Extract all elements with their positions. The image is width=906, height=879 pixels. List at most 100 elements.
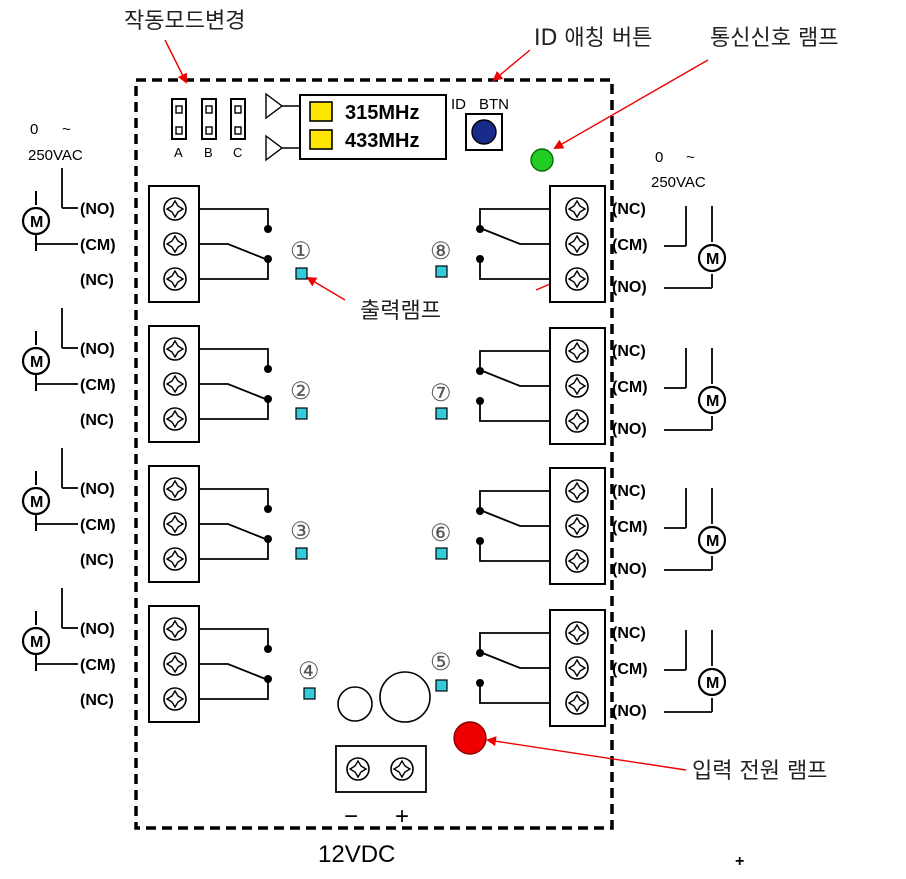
voltage-left-zero: 0 bbox=[30, 121, 38, 138]
relay-channel-3: ③(NO)(CM)(NC)M bbox=[21, 448, 312, 583]
contact-dot bbox=[476, 537, 484, 545]
terminal-label-no: (NO) bbox=[80, 621, 115, 638]
screw-terminal-icon bbox=[163, 652, 187, 676]
motor-letter: M bbox=[706, 251, 719, 268]
stray-plus-mark: + bbox=[735, 853, 744, 870]
right-relay-channels: ⑧(NC)(CM)(NO)M⑦(NC)(CM)(NO)M⑥(NC)(CM)(NO… bbox=[430, 185, 727, 727]
screw-terminal-icon bbox=[163, 512, 187, 536]
load-wiring bbox=[664, 348, 713, 431]
screw-terminal-icon bbox=[565, 514, 589, 538]
callout-comm-lamp: 통신신호 램프 bbox=[710, 26, 838, 51]
screw-terminal-icon bbox=[163, 687, 187, 711]
screw-terminal-icon bbox=[163, 617, 187, 641]
motor-icon: M bbox=[21, 329, 51, 393]
voltage-left-range: 250VAC bbox=[28, 147, 83, 164]
relay-number-5: ⑤ bbox=[430, 648, 452, 676]
relay-channel-5: ⑤(NC)(CM)(NO)M bbox=[430, 609, 727, 727]
screw-terminal-icon bbox=[565, 232, 589, 256]
screw-terminal-icon bbox=[163, 337, 187, 361]
relay-contact bbox=[199, 348, 269, 420]
output-lamp-6 bbox=[435, 547, 448, 560]
id-button-label-id: ID bbox=[451, 96, 466, 113]
antenna-icon bbox=[265, 92, 302, 162]
output-lamp-4 bbox=[303, 687, 316, 700]
relay-channel-7: ⑦(NC)(CM)(NO)M bbox=[430, 327, 727, 445]
freq-label-433: 433MHz bbox=[345, 130, 419, 152]
contact-dot bbox=[476, 397, 484, 405]
screw-terminal-icon bbox=[163, 372, 187, 396]
contact-dot bbox=[264, 365, 272, 373]
relay-contact bbox=[199, 488, 269, 560]
motor-icon: M bbox=[21, 189, 51, 253]
freq-label-315: 315MHz bbox=[345, 102, 419, 124]
callout-id-matching: ID 애칭 버튼 bbox=[534, 26, 652, 51]
terminal-label-nc: (NC) bbox=[80, 692, 114, 709]
freq-indicator-315 bbox=[309, 101, 333, 122]
terminal-label-cm: (CM) bbox=[80, 377, 116, 394]
relay-contact bbox=[479, 208, 550, 280]
relay-number-3: ③ bbox=[290, 517, 312, 545]
terminal-label-nc: (NC) bbox=[80, 552, 114, 569]
contact-dot bbox=[476, 367, 484, 375]
screw-terminal-icon bbox=[163, 407, 187, 431]
contact-dot bbox=[264, 645, 272, 653]
comm-signal-lamp bbox=[530, 148, 554, 172]
screw-terminal-icon bbox=[565, 339, 589, 363]
left-relay-channels: ①(NO)(CM)(NC)M②(NO)(CM)(NC)M③(NO)(CM)(NC… bbox=[21, 168, 320, 723]
relay-channel-8: ⑧(NC)(CM)(NO)M bbox=[430, 185, 727, 303]
motor-icon: M bbox=[697, 525, 727, 555]
contact-dot bbox=[264, 255, 272, 263]
power-input-lamp bbox=[453, 721, 487, 755]
power-minus-label: − bbox=[344, 803, 358, 830]
terminal-label-nc: (NC) bbox=[612, 343, 646, 360]
contact-dot bbox=[264, 395, 272, 403]
screw-terminal-icon bbox=[163, 232, 187, 256]
terminal-label-no: (NO) bbox=[612, 703, 647, 720]
screw-terminal-icon bbox=[565, 549, 589, 573]
relay-number-1: ① bbox=[290, 237, 312, 265]
motor-icon: M bbox=[697, 385, 727, 415]
id-matching-button[interactable] bbox=[471, 119, 497, 145]
terminal-label-no: (NO) bbox=[612, 561, 647, 578]
output-lamp-8 bbox=[435, 265, 448, 278]
contact-dot bbox=[476, 649, 484, 657]
motor-letter: M bbox=[706, 393, 719, 410]
power-voltage-label: 12VDC bbox=[318, 841, 395, 868]
relay-contact bbox=[199, 208, 269, 280]
dc-power-terminal bbox=[335, 745, 427, 793]
screw-terminal-icon bbox=[565, 621, 589, 645]
terminal-label-nc: (NC) bbox=[80, 272, 114, 289]
voltage-right-tilde: ~ bbox=[686, 149, 695, 166]
terminal-label-cm: (CM) bbox=[612, 237, 648, 254]
terminal-label-cm: (CM) bbox=[80, 517, 116, 534]
load-wiring bbox=[664, 206, 713, 289]
relay-number-6: ⑥ bbox=[430, 519, 452, 547]
relay-contact bbox=[199, 628, 269, 700]
motor-letter: M bbox=[30, 214, 43, 231]
contact-dot bbox=[476, 255, 484, 263]
screw-terminal-icon bbox=[163, 477, 187, 501]
motor-letter: M bbox=[30, 354, 43, 371]
motor-letter: M bbox=[30, 634, 43, 651]
mode-jumpers[interactable] bbox=[171, 98, 246, 140]
motor-icon: M bbox=[697, 667, 727, 697]
contact-dot bbox=[264, 225, 272, 233]
contact-dot bbox=[264, 675, 272, 683]
screw-terminal-icon bbox=[565, 479, 589, 503]
jumper-label-b: B bbox=[204, 145, 213, 160]
contact-dot bbox=[476, 679, 484, 687]
relay-channel-6: ⑥ (NC) (CM) (NO) M bbox=[430, 467, 727, 585]
terminal-label-nc: (NC) bbox=[612, 201, 646, 218]
output-lamp-7 bbox=[435, 407, 448, 420]
output-lamp-2 bbox=[295, 407, 308, 420]
screw-terminal-icon bbox=[163, 547, 187, 571]
relay-contact bbox=[479, 350, 550, 422]
screw-terminal-icon bbox=[565, 409, 589, 433]
voltage-right-range: 250VAC bbox=[651, 174, 706, 191]
screw-terminal-icon bbox=[565, 374, 589, 398]
terminal-label-cm: (CM) bbox=[612, 519, 648, 536]
terminal-label-nc: (NC) bbox=[612, 483, 646, 500]
id-button-label-btn: BTN bbox=[479, 96, 509, 113]
capacitor-large bbox=[379, 671, 431, 723]
